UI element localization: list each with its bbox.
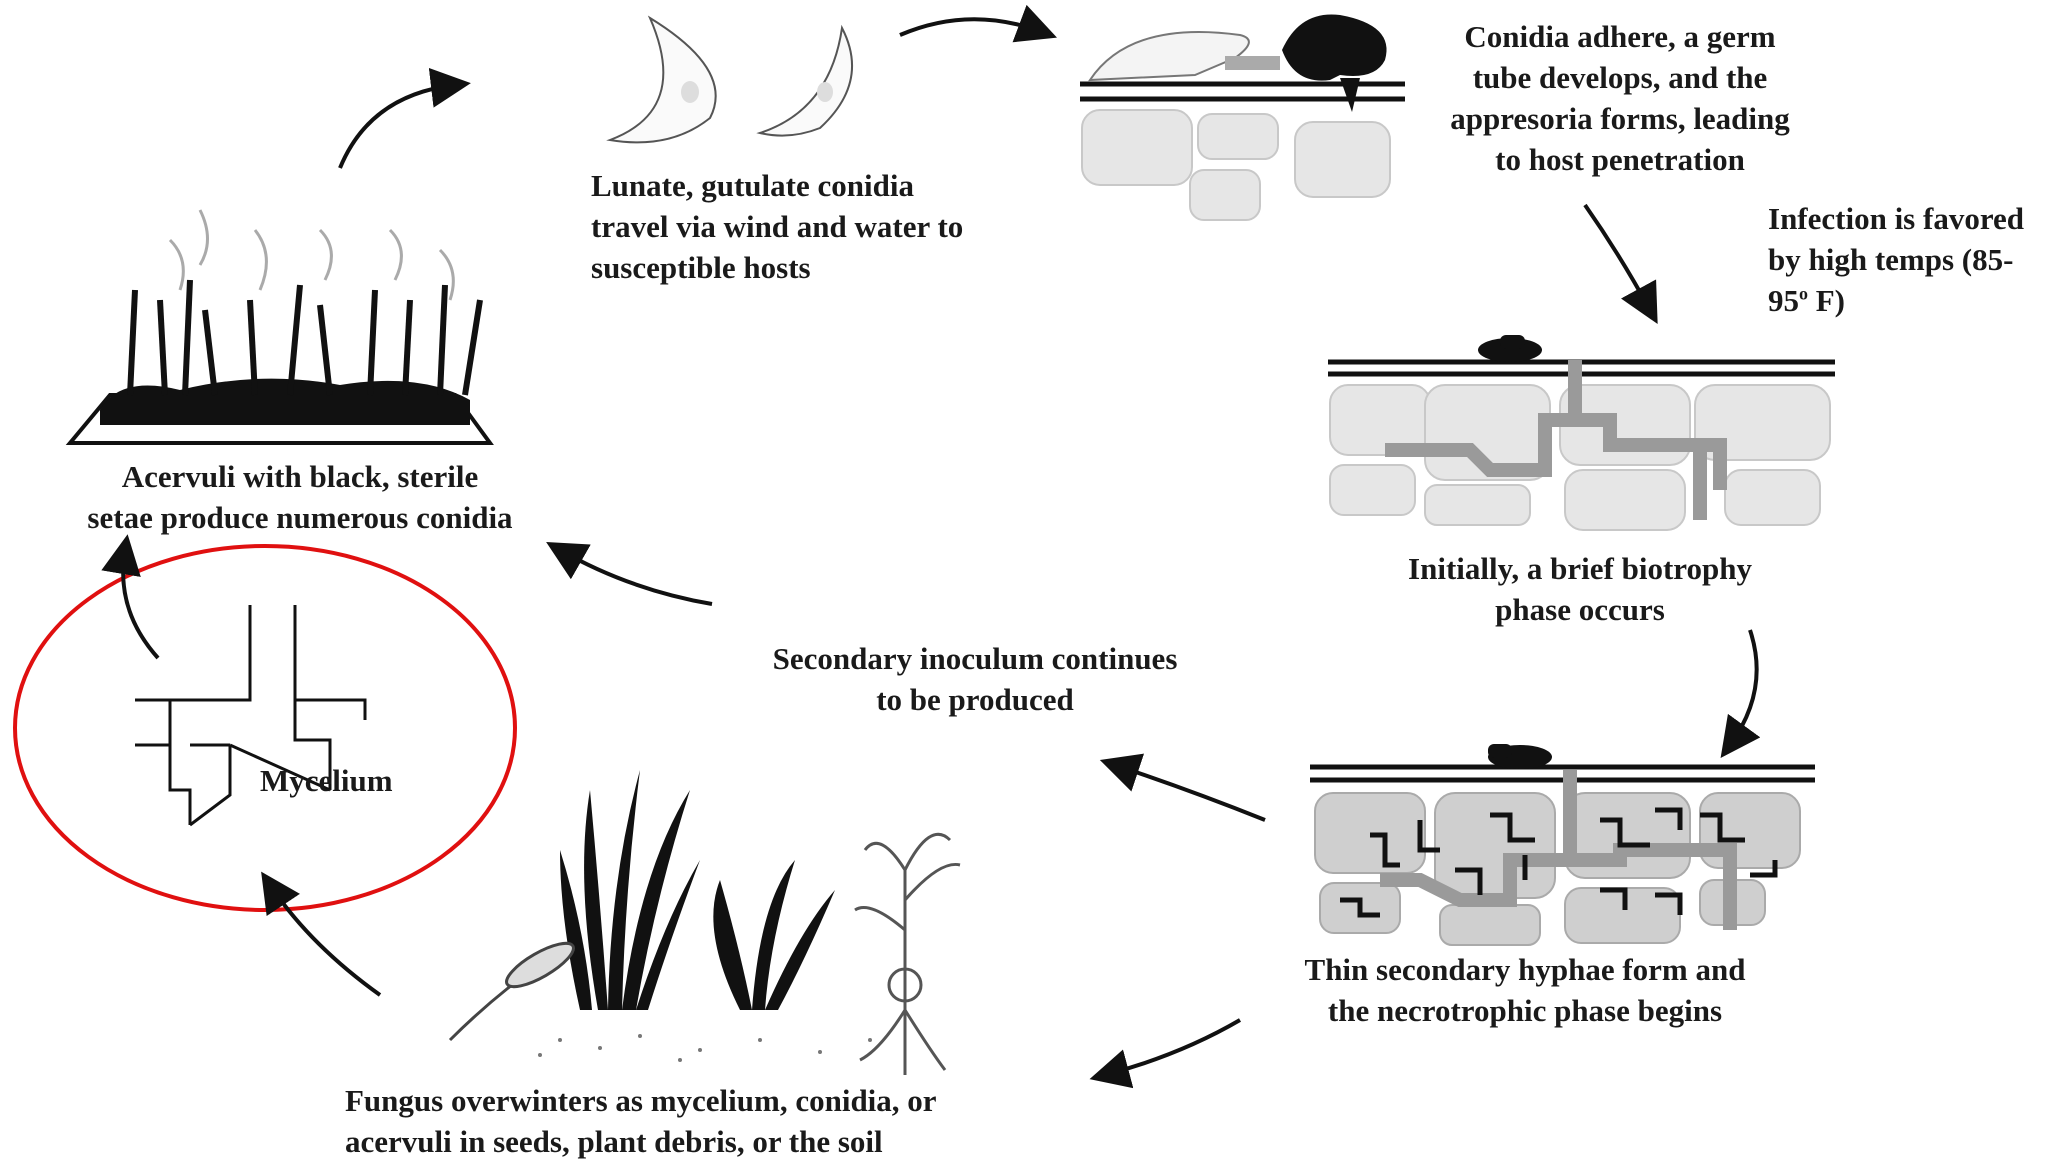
arrow-biotrophy-to-necrotrophy xyxy=(1730,630,1757,745)
biotrophy-label: Initially, a brief biotrophy phase occur… xyxy=(1350,548,1810,630)
acervulus-illustration xyxy=(70,210,490,443)
necrotrophy-illustration xyxy=(1310,744,1815,945)
secondary-inoculum-label: Secondary inoculum continues to be produ… xyxy=(715,638,1235,720)
mycelium-highlight-ring xyxy=(15,546,515,910)
arrow-acervuli-to-conidia xyxy=(340,85,455,168)
biotrophy-illustration xyxy=(1328,335,1835,530)
arrow-necrotrophy-to-overwinter xyxy=(1105,1020,1240,1075)
acervuli-label: Acervuli with black, sterile setae produ… xyxy=(20,456,580,538)
arrow-necrotrophy-to-secondary xyxy=(1115,765,1265,820)
conidia-travel-label: Lunate, gutulate conidia travel via wind… xyxy=(591,165,963,288)
plants-illustration xyxy=(450,770,960,1075)
arrow-conidia-to-adhesion xyxy=(900,19,1042,35)
adhesion-label: Conidia adhere, a germ tube develops, an… xyxy=(1410,16,1830,180)
arrow-overwinter-to-mycelium xyxy=(270,885,380,995)
overwinter-label: Fungus overwinters as mycelium, conidia,… xyxy=(345,1080,937,1162)
adhesion-illustration xyxy=(1080,14,1405,220)
conidia-illustration xyxy=(610,18,852,142)
arrow-secondary-to-acervuli xyxy=(560,550,712,604)
mycelium-label: Mycelium xyxy=(260,760,393,801)
arrow-adhesion-to-biotrophy xyxy=(1585,205,1650,310)
temperature-note-label: Infection is favored by high temps (85- … xyxy=(1768,198,2024,321)
necrotrophy-label: Thin secondary hyphae form and the necro… xyxy=(1255,949,1795,1031)
